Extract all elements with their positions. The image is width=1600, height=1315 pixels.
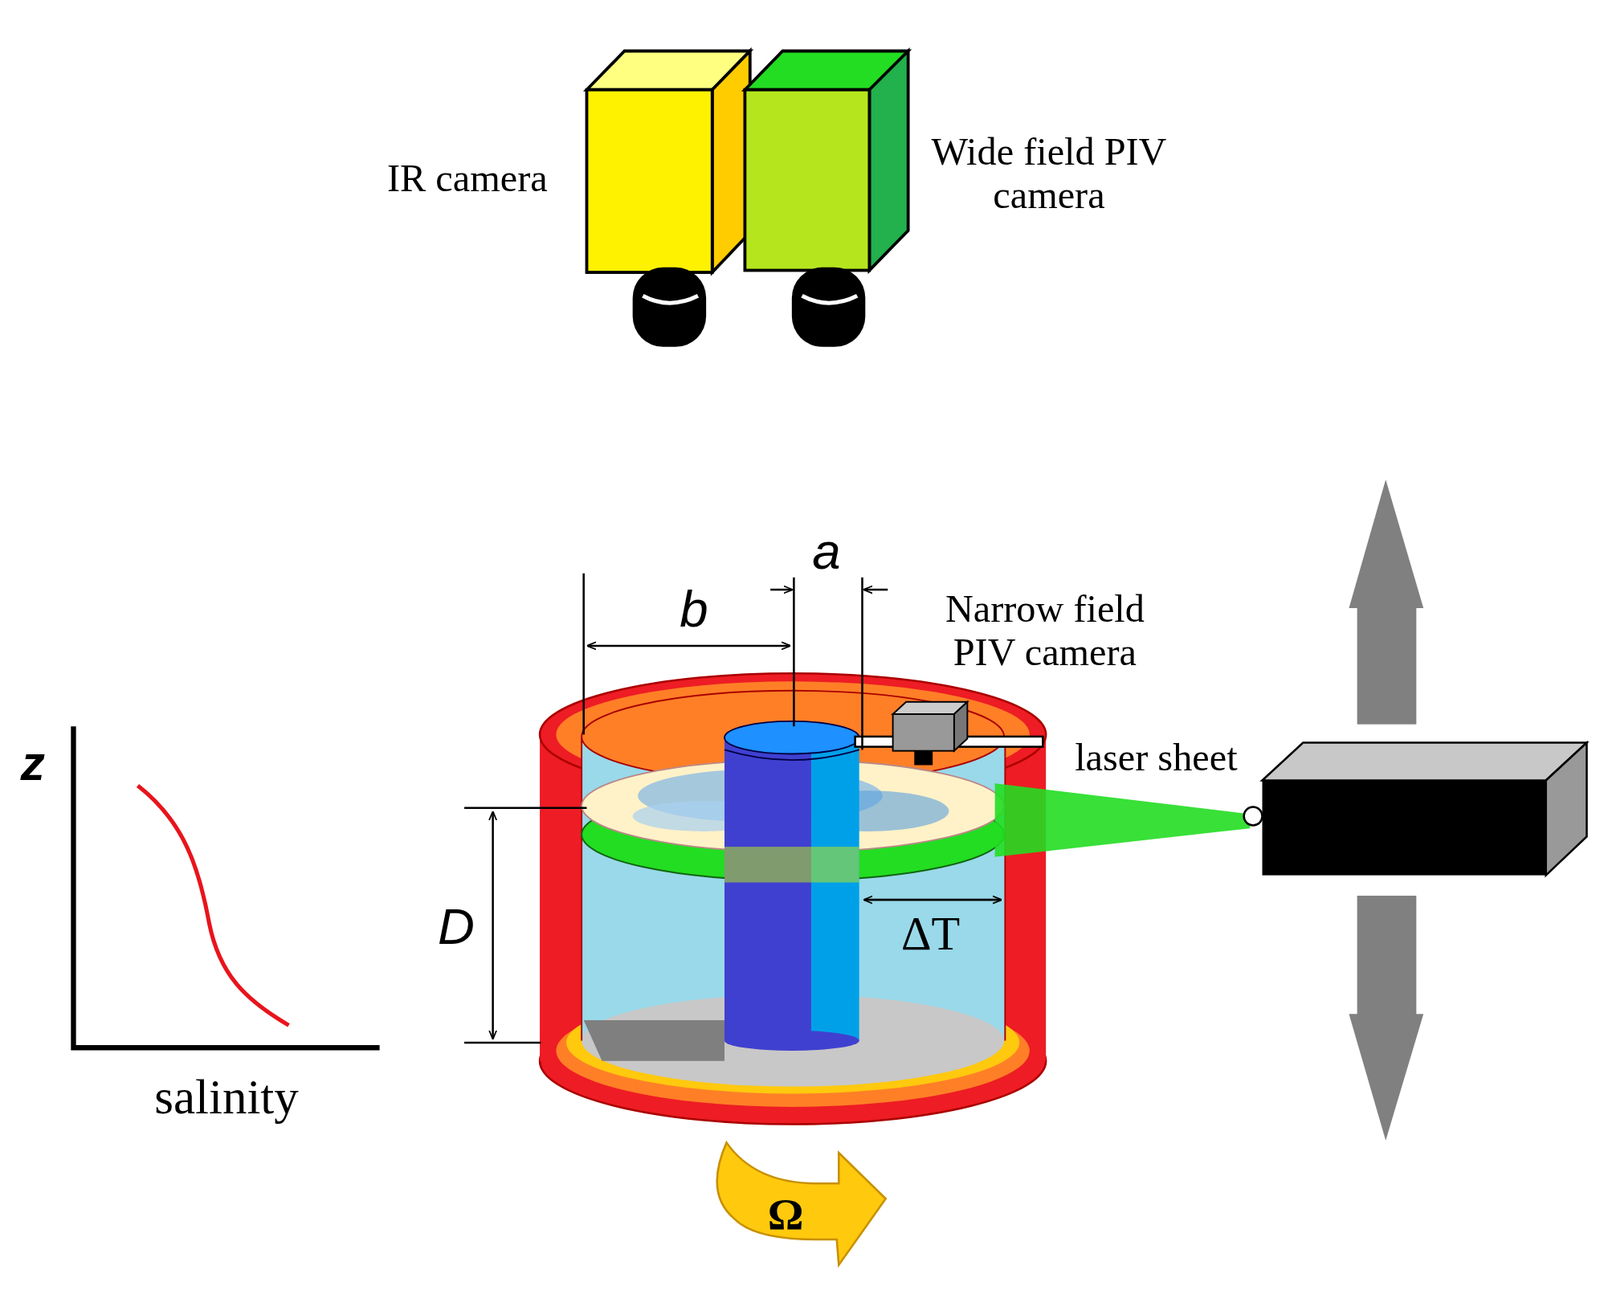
traverse-arrows: [1348, 479, 1424, 1141]
laser: [1244, 742, 1588, 876]
axis-label: z: [20, 735, 45, 791]
camera-label: IR camera: [387, 156, 548, 200]
salinity-plot: [73, 726, 380, 1048]
piv-camera: [744, 50, 908, 347]
rotating-tank: [539, 673, 1250, 1124]
axis-label: salinity: [154, 1069, 299, 1125]
dimension-label: D: [437, 897, 475, 955]
laser-label: laser sheet: [1074, 735, 1237, 780]
dimension-label: ΔT: [901, 907, 960, 960]
narrow-camera: [855, 702, 1044, 766]
rotation-label: Ω: [767, 1188, 805, 1240]
camera-label: Wide field PIV camera: [926, 130, 1172, 217]
ir-camera: [586, 50, 750, 347]
camera-label: Narrow field PIV camera: [917, 587, 1173, 674]
dimension-lines: [464, 573, 1001, 1043]
dimension-label: a: [812, 522, 841, 580]
rotation-arrow: [717, 1142, 886, 1265]
dimension-label: b: [679, 579, 708, 637]
